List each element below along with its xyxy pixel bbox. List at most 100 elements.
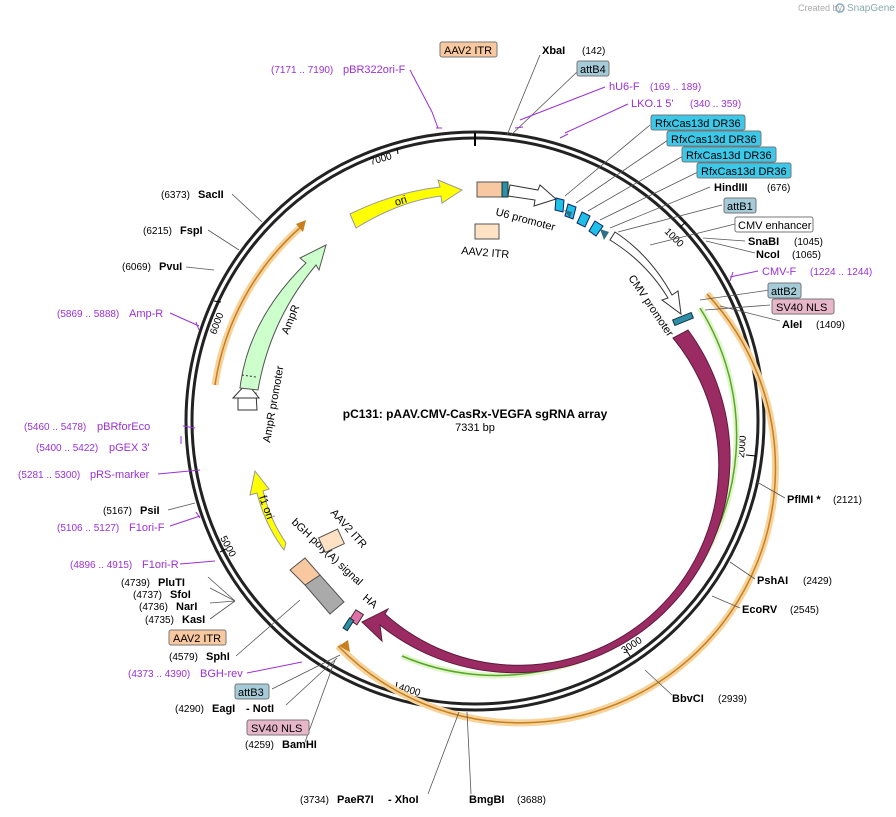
snapgene-brand-text: SnapGene <box>847 3 895 14</box>
primer-pbrforeco[interactable]: pBRforEco <box>97 421 150 433</box>
box-dr36-2[interactable]: RfxCas13d DR36 <box>666 130 762 147</box>
svg-text:AAV2 ITR: AAV2 ITR <box>444 45 492 57</box>
primer-cmv-f[interactable]: CMV-F <box>762 266 797 278</box>
svg-text:(4896 .. 4915): (4896 .. 4915) <box>70 560 132 571</box>
enzyme-pvui[interactable]: PvuI <box>159 261 182 273</box>
f1-ori-label: f1 ori <box>256 494 276 521</box>
tick-3000 <box>625 649 631 657</box>
box-attb2[interactable]: attB2 <box>767 282 802 299</box>
feature-boxes: AAV2 ITR attB4 RfxCas13d DR36 RfxCas13d … <box>168 41 835 736</box>
box-dr36-3[interactable]: RfxCas13d DR36 <box>681 146 777 163</box>
tick-6000 <box>213 300 222 303</box>
svg-text:(4290): (4290) <box>175 704 204 715</box>
enzyme-bmgbi[interactable]: BmgBI <box>469 794 504 806</box>
orf-outer-arrowhead <box>339 640 350 652</box>
box-dr36-1[interactable]: RfxCas13d DR36 <box>650 114 746 131</box>
cmv-promoter-feature[interactable] <box>609 231 682 316</box>
svg-text:(5869 .. 5888): (5869 .. 5888) <box>57 309 119 320</box>
u6-promoter-feature[interactable] <box>507 184 557 207</box>
box-dr36-4[interactable]: RfxCas13d DR36 <box>696 162 792 179</box>
svg-text:attB4: attB4 <box>580 64 606 76</box>
svg-text:SV40 NLS: SV40 NLS <box>776 302 827 314</box>
enzyme-pflmi[interactable]: PflMI * <box>787 494 821 506</box>
svg-text:(1224 .. 1244): (1224 .. 1244) <box>810 267 872 278</box>
plasmid-length: 7331 bp <box>455 422 495 434</box>
cmv-promoter-label: CMV promoter <box>626 273 676 339</box>
enzyme-bamhi[interactable]: BamHI <box>282 739 317 751</box>
enzyme-kasi[interactable]: KasI <box>182 614 205 626</box>
aav2-itr-inner-label: AAV2 ITR <box>461 245 510 261</box>
svg-text:attB2: attB2 <box>771 286 797 298</box>
enzyme-nari[interactable]: NarI <box>176 601 197 613</box>
attb4-mark <box>501 181 509 198</box>
attb2-mark <box>671 311 695 327</box>
primer-pgex-3[interactable]: pGEX 3' <box>109 442 150 454</box>
enzyme-sfoi[interactable]: SfoI <box>170 589 191 601</box>
attb3-mark <box>342 617 355 632</box>
ampr-promoter-label: AmpR promoter <box>261 365 286 444</box>
enzyme-paer7i[interactable]: PaeR7I <box>337 794 374 806</box>
ampr-orf-arc <box>214 225 303 386</box>
box-attb1[interactable]: attB1 <box>723 197 757 214</box>
primer-f1ori-r[interactable]: F1ori-R <box>142 559 179 571</box>
backbone-outer-circle <box>184 130 766 712</box>
primer-bgh-rev[interactable]: BGH-rev <box>200 668 243 680</box>
enzyme-ecorv[interactable]: EcoRV <box>742 604 778 616</box>
enzyme-bbvci[interactable]: BbvCI <box>672 693 704 705</box>
ha-label: HA <box>360 592 380 611</box>
box-attb3[interactable]: attB3 <box>234 683 270 700</box>
enzyme-sacii[interactable]: SacII <box>198 189 224 201</box>
aav2-itr-inner2-box <box>317 528 346 554</box>
enzyme-ncoi[interactable]: NcoI <box>756 249 780 261</box>
enzyme-pluti[interactable]: PluTI <box>158 577 185 589</box>
svg-text:RfxCas13d DR36: RfxCas13d DR36 <box>671 134 757 146</box>
ori-label: ori <box>393 194 408 209</box>
enzyme-hindiii[interactable]: HindIII <box>714 182 748 194</box>
svg-text:(6373): (6373) <box>161 190 190 201</box>
box-aav2-itr-top[interactable]: AAV2 ITR <box>439 41 498 58</box>
svg-text:(676): (676) <box>767 183 790 194</box>
svg-text:(6215): (6215) <box>143 226 172 237</box>
f1-ori-feature[interactable] <box>249 469 287 552</box>
svg-text:(142): (142) <box>582 46 605 57</box>
primer-hu6-f[interactable]: hU6-F <box>609 81 640 93</box>
enzyme-snabi[interactable]: SnaBI <box>748 236 779 248</box>
svg-text:(3734): (3734) <box>300 795 329 806</box>
enzyme-fspi[interactable]: FspI <box>180 225 203 237</box>
svg-text:(4259): (4259) <box>245 740 274 751</box>
ampr-promoter-arrowhead <box>231 382 261 399</box>
enzyme-sphi[interactable]: SphI <box>206 651 230 663</box>
rfxcas13d-feature[interactable] <box>361 329 731 674</box>
enzyme-noti[interactable]: - NotI <box>246 703 274 715</box>
svg-text:(7171 .. 7190): (7171 .. 7190) <box>271 65 333 76</box>
box-sv40-nls-bottom[interactable]: SV40 NLS <box>246 719 310 736</box>
svg-text:RfxCas13d DR36: RfxCas13d DR36 <box>701 166 787 178</box>
enzyme-eagi[interactable]: EagI <box>212 703 235 715</box>
aav2-itr-top-feature[interactable] <box>476 181 504 198</box>
svg-text:(1045): (1045) <box>794 237 823 248</box>
svg-text:RfxCas13d DR36: RfxCas13d DR36 <box>686 150 772 162</box>
ori-feature[interactable] <box>349 179 464 229</box>
tick-2000 <box>745 454 757 457</box>
enzyme-labels: XbaI (142) HindIII (676) SnaBI (1045) Nc… <box>103 45 862 806</box>
primer-lko1-5[interactable]: LKO.1 5' <box>631 98 673 110</box>
enzyme-xbai[interactable]: XbaI <box>542 45 565 57</box>
primer-f1ori-f[interactable]: F1ori-F <box>129 522 165 534</box>
enzyme-psii[interactable]: PsiI <box>140 505 160 517</box>
aav2-itr-bottom-feature[interactable] <box>289 557 321 586</box>
box-sv40-nls-top[interactable]: SV40 NLS <box>771 298 835 315</box>
primer-prs-marker[interactable]: pRS-marker <box>90 469 150 481</box>
svg-text:(2121): (2121) <box>833 495 862 506</box>
primer-amp-r[interactable]: Amp-R <box>129 308 163 320</box>
box-aav2-itr-bottom[interactable]: AAV2 ITR <box>168 629 227 646</box>
ampr-feature[interactable] <box>239 244 327 391</box>
box-attb4[interactable]: attB4 <box>576 60 610 77</box>
svg-text:(5460 .. 5478): (5460 .. 5478) <box>24 422 86 433</box>
svg-text:RfxCas13d DR36: RfxCas13d DR36 <box>655 118 741 130</box>
enzyme-pshai[interactable]: PshAI <box>757 575 788 587</box>
box-cmv-enhancer[interactable]: CMV enhancer <box>734 216 814 233</box>
enzyme-alei[interactable]: AleI <box>782 319 802 331</box>
primer-pbr322ori-f[interactable]: pBR322ori-F <box>343 64 406 76</box>
enzyme-xhoi[interactable]: - XhoI <box>388 794 419 806</box>
